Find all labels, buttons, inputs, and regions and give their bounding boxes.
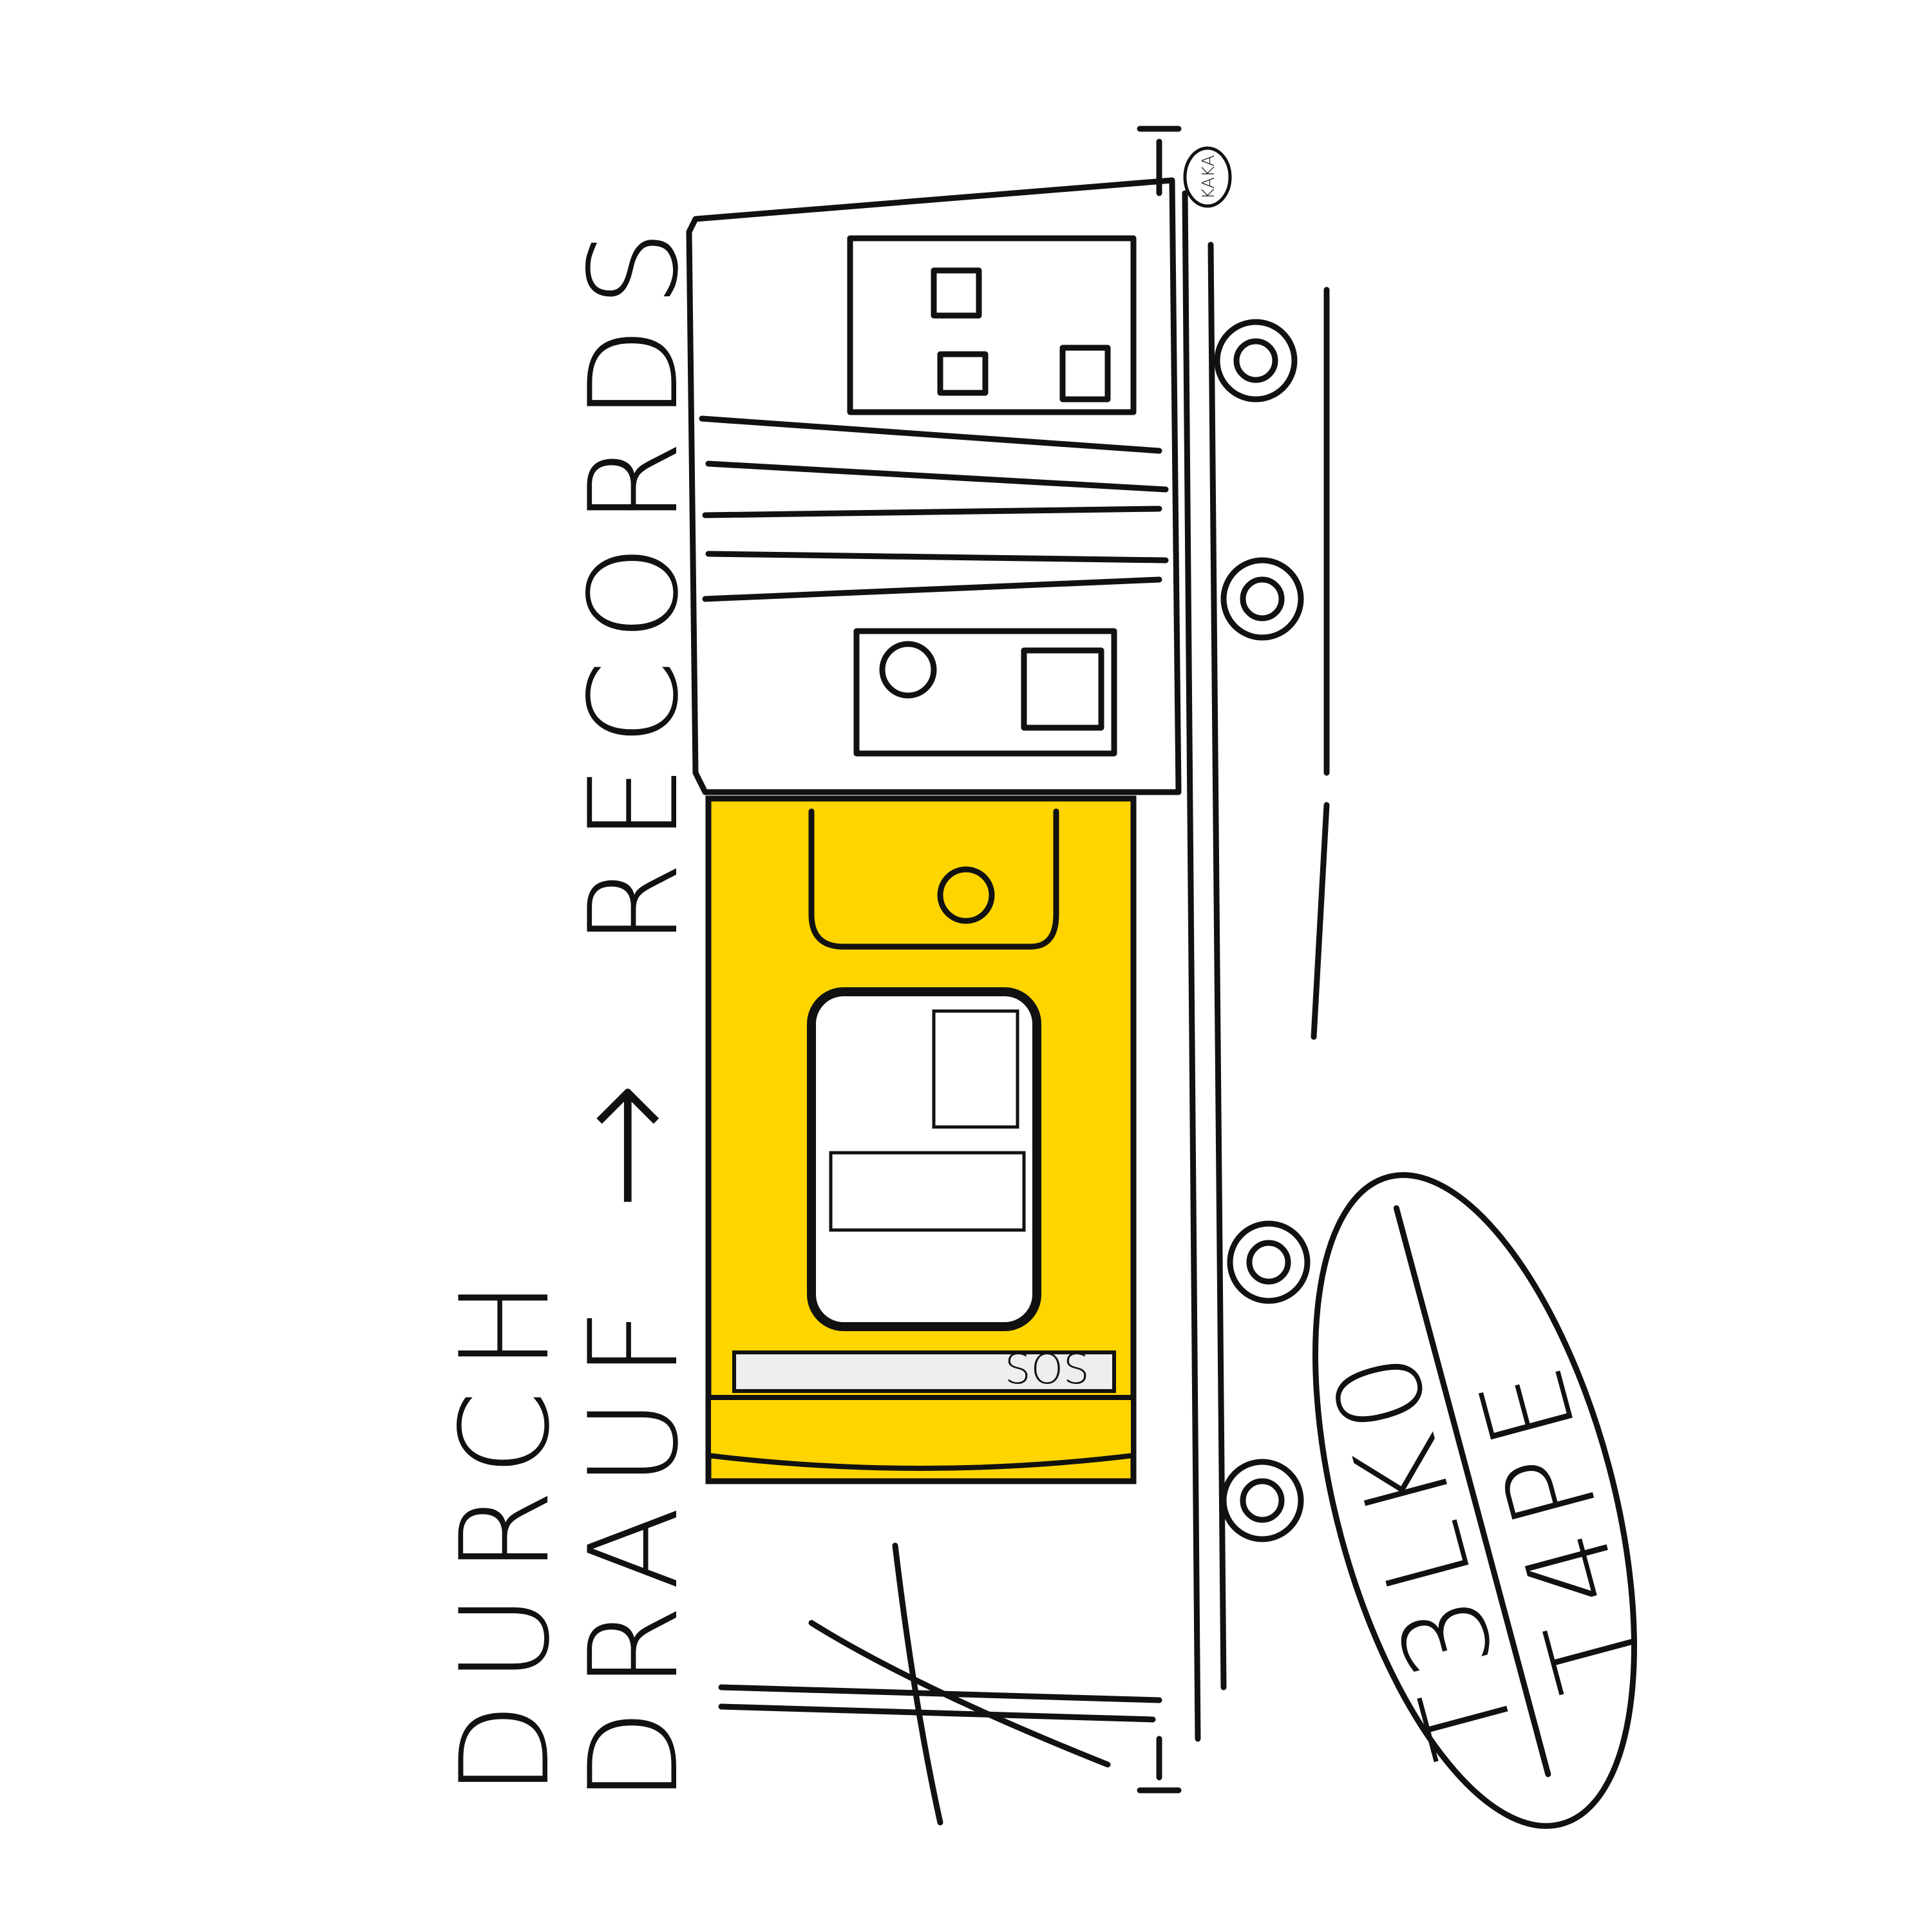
title-line-2: DRAUF → RECORDS [533,211,713,1803]
train-car-yellow: SOS [705,795,1137,1484]
train-car-upper [686,177,1182,795]
title-line-2-start: DRAUF [563,1289,705,1803]
talk-tape-badge: T3LK0 T4PE [1303,1172,1669,1829]
train-underframe [718,126,1330,1826]
artist-tag: KAKA [1183,146,1232,208]
artist-tag-text: KAKA [1199,155,1218,200]
sos-label: SOS [1005,1346,1090,1394]
title-line-2-end: RECORDS [563,211,705,947]
arrow-glyph: → [533,1081,713,1211]
title-line-1: DURCH [434,1260,576,1797]
